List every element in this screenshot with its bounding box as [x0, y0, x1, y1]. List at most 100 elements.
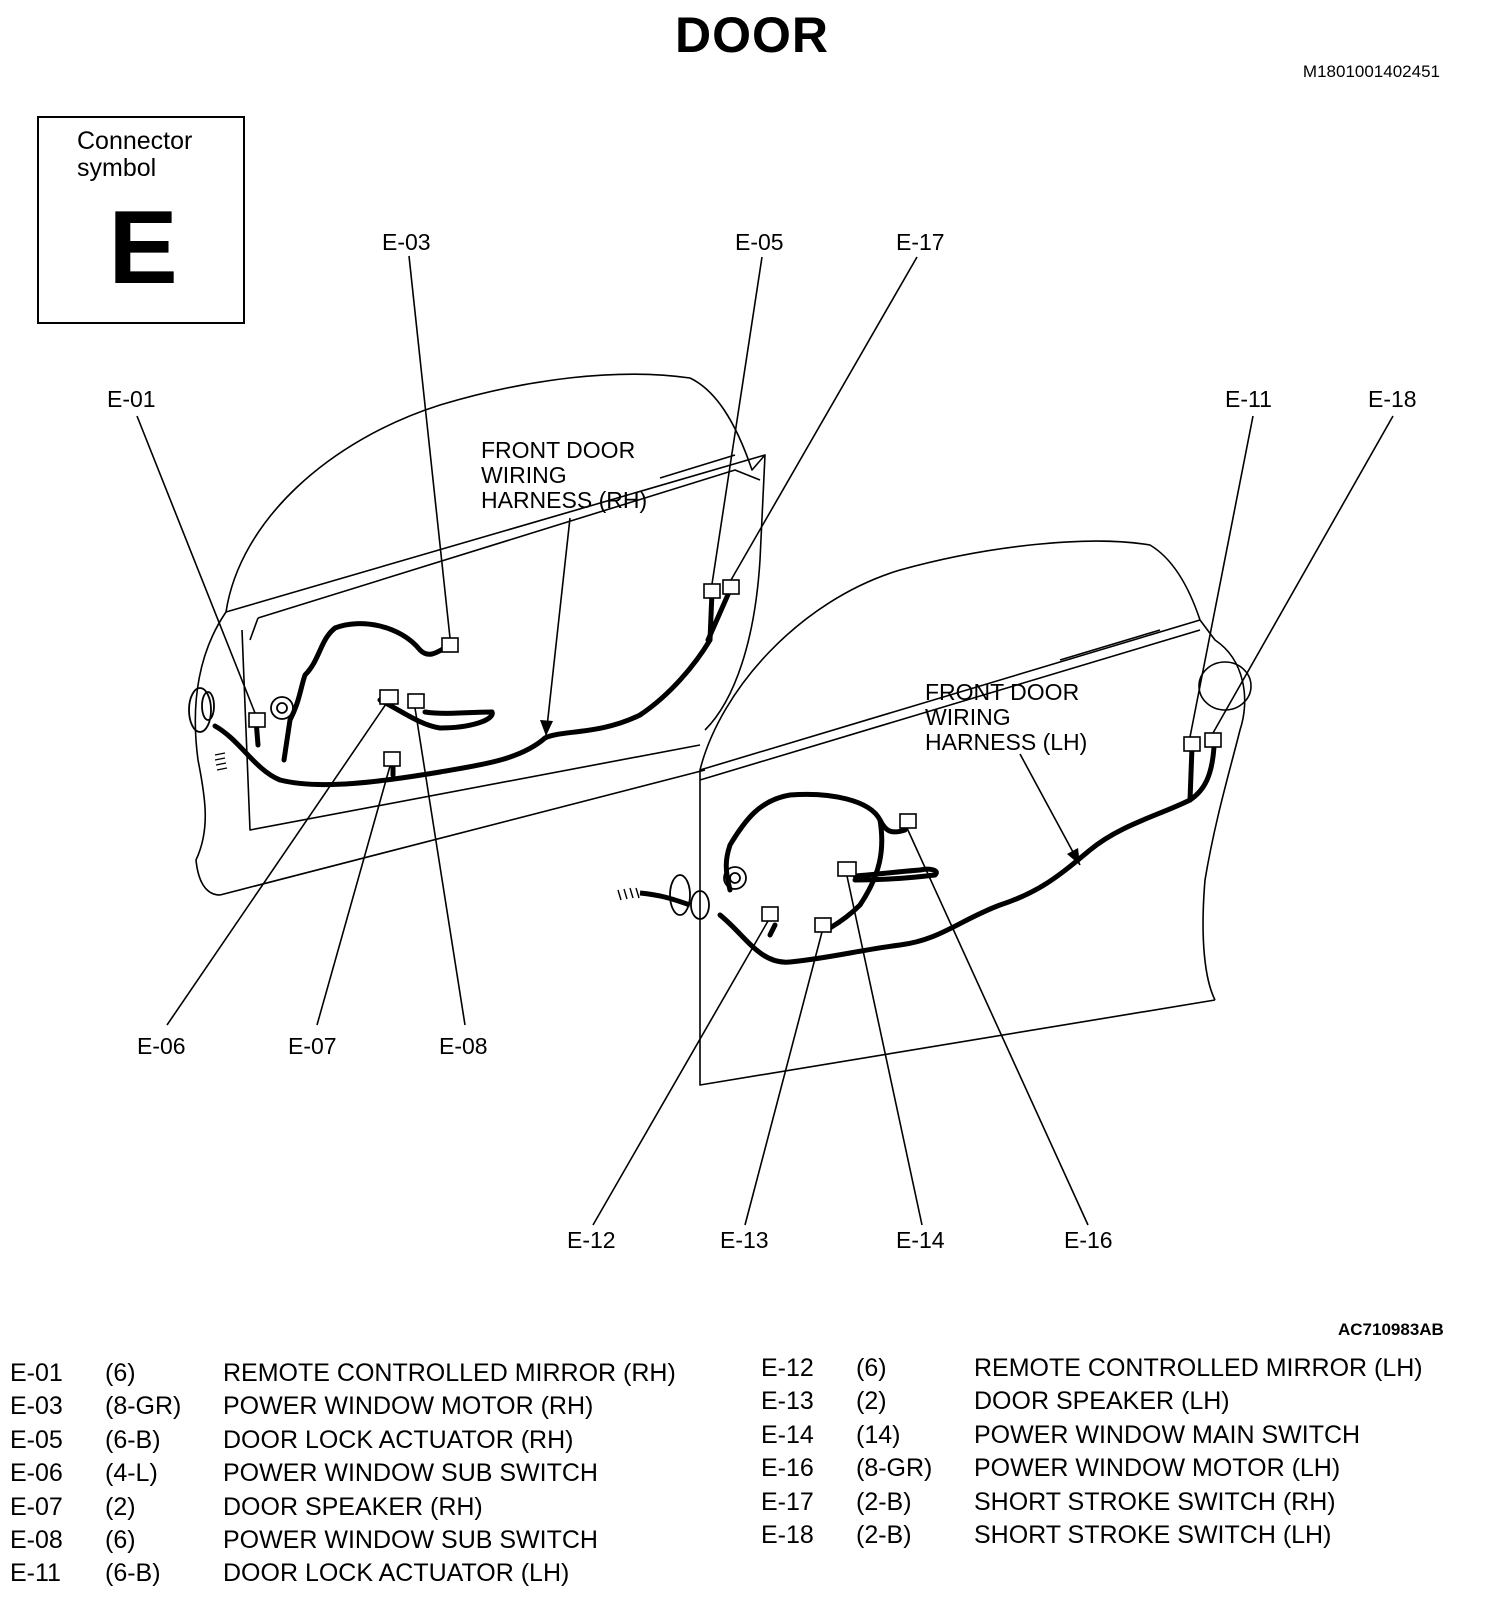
harness-arrowheads	[540, 720, 1080, 865]
legend-pins: (2-B)	[856, 1487, 912, 1516]
legend-name: POWER WINDOW SUB SWITCH	[223, 1525, 598, 1554]
grommet-lh	[669, 874, 691, 916]
callout-e05: E-05	[735, 229, 784, 255]
connector-e18	[1204, 732, 1222, 748]
legend-right: E-12 (6) REMOTE CONTROLLED MIRROR (LH) E-13…	[761, 1352, 1423, 1552]
ring-lh	[723, 866, 747, 890]
connector-e17	[722, 579, 740, 595]
legend-row: E-13 (2) DOOR SPEAKER (LH)	[761, 1385, 1423, 1418]
callout-e18: E-18	[1368, 386, 1417, 412]
legend-code: E-08	[10, 1525, 63, 1554]
legend-pins: (8-GR)	[856, 1454, 933, 1483]
connector-e08	[407, 693, 425, 709]
legend-row: E-08 (6) POWER WINDOW SUB SWITCH	[10, 1524, 676, 1557]
legend-pins: (8-GR)	[105, 1392, 182, 1421]
legend-row: E-01 (6) REMOTE CONTROLLED MIRROR (RH)	[10, 1357, 676, 1390]
connector-e07	[383, 751, 401, 767]
callout-e16: E-16	[1064, 1227, 1113, 1253]
callout-e07: E-07	[288, 1033, 337, 1059]
legend-pins: (2-B)	[856, 1520, 912, 1549]
legend-row: E-16 (8-GR) POWER WINDOW MOTOR (LH)	[761, 1452, 1423, 1485]
legend-name: REMOTE CONTROLLED MIRROR (RH)	[223, 1359, 676, 1387]
legend-code: E-18	[761, 1520, 814, 1549]
legend-pins: (2)	[856, 1387, 887, 1416]
harness-label-lh: FRONT DOOR WIRING HARNESS (LH)	[925, 679, 1088, 755]
legend-row: E-14 (14) POWER WINDOW MAIN SWITCH	[761, 1419, 1423, 1452]
callout-e17: E-17	[896, 229, 945, 255]
door-wiring-drawing	[136, 255, 1394, 1226]
legend-row: E-12 (6) REMOTE CONTROLLED MIRROR (LH)	[761, 1352, 1423, 1385]
legend-code: E-05	[10, 1425, 63, 1454]
legend-code: E-11	[10, 1559, 61, 1588]
legend-code: E-06	[10, 1459, 63, 1488]
connector-symbol-caption: Connector symbol	[77, 127, 193, 182]
legend-pins: (6)	[105, 1359, 136, 1387]
connectors	[248, 579, 1222, 933]
legend-pins: (2)	[105, 1492, 136, 1521]
harness-label-rh: FRONT DOOR WIRING HARNESS (RH)	[481, 437, 648, 513]
callout-e14: E-14	[896, 1227, 945, 1253]
legend-name: REMOTE CONTROLLED MIRROR (LH)	[974, 1354, 1423, 1382]
legend-code: E-01	[10, 1359, 63, 1387]
legend-row: E-03 (8-GR) POWER WINDOW MOTOR (RH)	[10, 1390, 676, 1423]
legend-name: SHORT STROKE SWITCH (LH)	[974, 1520, 1332, 1549]
ring-rh	[270, 696, 294, 720]
callout-e11: E-11	[1225, 386, 1272, 412]
reference-code: M1801001402451	[1302, 62, 1440, 81]
connector-e06	[379, 689, 399, 705]
legend-code: E-14	[761, 1420, 814, 1449]
legend-name: DOOR SPEAKER (RH)	[223, 1492, 483, 1521]
legend-left: E-01 (6) REMOTE CONTROLLED MIRROR (RH) E-03…	[10, 1357, 676, 1591]
legend-name: DOOR LOCK ACTUATOR (LH)	[223, 1559, 570, 1588]
connector-e13	[814, 917, 832, 933]
legend-row: E-17 (2-B) SHORT STROKE SWITCH (RH)	[761, 1486, 1423, 1519]
callout-e08: E-08	[439, 1033, 488, 1059]
legend-code: E-03	[10, 1392, 63, 1421]
grommets	[188, 687, 747, 920]
legend-pins: (6)	[105, 1525, 136, 1554]
leader-lines	[136, 255, 1394, 1226]
legend-code: E-07	[10, 1492, 63, 1521]
connector-e03	[441, 637, 459, 653]
legend-name: DOOR LOCK ACTUATOR (RH)	[223, 1425, 574, 1454]
legend-pins: (6-B)	[105, 1425, 161, 1454]
legend-row: E-05 (6-B) DOOR LOCK ACTUATOR (RH)	[10, 1424, 676, 1457]
page-title: DOOR	[675, 7, 829, 63]
callout-e06: E-06	[137, 1033, 186, 1059]
connector-e11	[1183, 736, 1201, 752]
legend-pins: (4-L)	[105, 1459, 158, 1488]
legend-row: E-18 (2-B) SHORT STROKE SWITCH (LH)	[761, 1519, 1423, 1552]
drawing-code: AC710983AB	[1338, 1320, 1444, 1339]
callout-e12: E-12	[567, 1227, 616, 1253]
lh-harness	[717, 744, 1217, 965]
connector-e16	[899, 813, 917, 829]
legend-name: POWER WINDOW MAIN SWITCH	[974, 1420, 1361, 1449]
legend-code: E-17	[761, 1487, 814, 1516]
legend-name: POWER WINDOW SUB SWITCH	[223, 1459, 598, 1488]
callout-e01: E-01	[107, 386, 156, 412]
legend-row: E-11 (6-B) DOOR LOCK ACTUATOR (LH)	[10, 1557, 676, 1590]
legend-code: E-13	[761, 1387, 814, 1416]
rh-door-outline	[194, 373, 766, 896]
connector-e14	[837, 861, 857, 877]
grommet-rh	[188, 687, 212, 733]
legend-code: E-12	[761, 1354, 814, 1382]
connector-e12	[761, 906, 779, 922]
legend-row: E-06 (4-L) POWER WINDOW SUB SWITCH	[10, 1457, 676, 1490]
callout-e13: E-13	[720, 1227, 769, 1253]
rh-harness	[212, 587, 733, 788]
cable-ends	[214, 752, 640, 901]
connector-symbol-letter: E	[108, 190, 178, 306]
legend-pins: (6-B)	[105, 1559, 161, 1588]
legend-code: E-16	[761, 1454, 814, 1483]
callout-e03: E-03	[382, 229, 431, 255]
connector-symbol-box: Connector symbol E	[37, 116, 245, 324]
legend-name: SHORT STROKE SWITCH (RH)	[974, 1487, 1336, 1516]
legend-name: POWER WINDOW MOTOR (LH)	[974, 1454, 1341, 1483]
legend-name: DOOR SPEAKER (LH)	[974, 1387, 1230, 1416]
legend-pins: (6)	[856, 1354, 887, 1382]
lh-cable-out	[639, 890, 691, 908]
legend-pins: (14)	[856, 1420, 901, 1449]
legend-name: POWER WINDOW MOTOR (RH)	[223, 1392, 594, 1421]
legend-row: E-07 (2) DOOR SPEAKER (RH)	[10, 1491, 676, 1524]
